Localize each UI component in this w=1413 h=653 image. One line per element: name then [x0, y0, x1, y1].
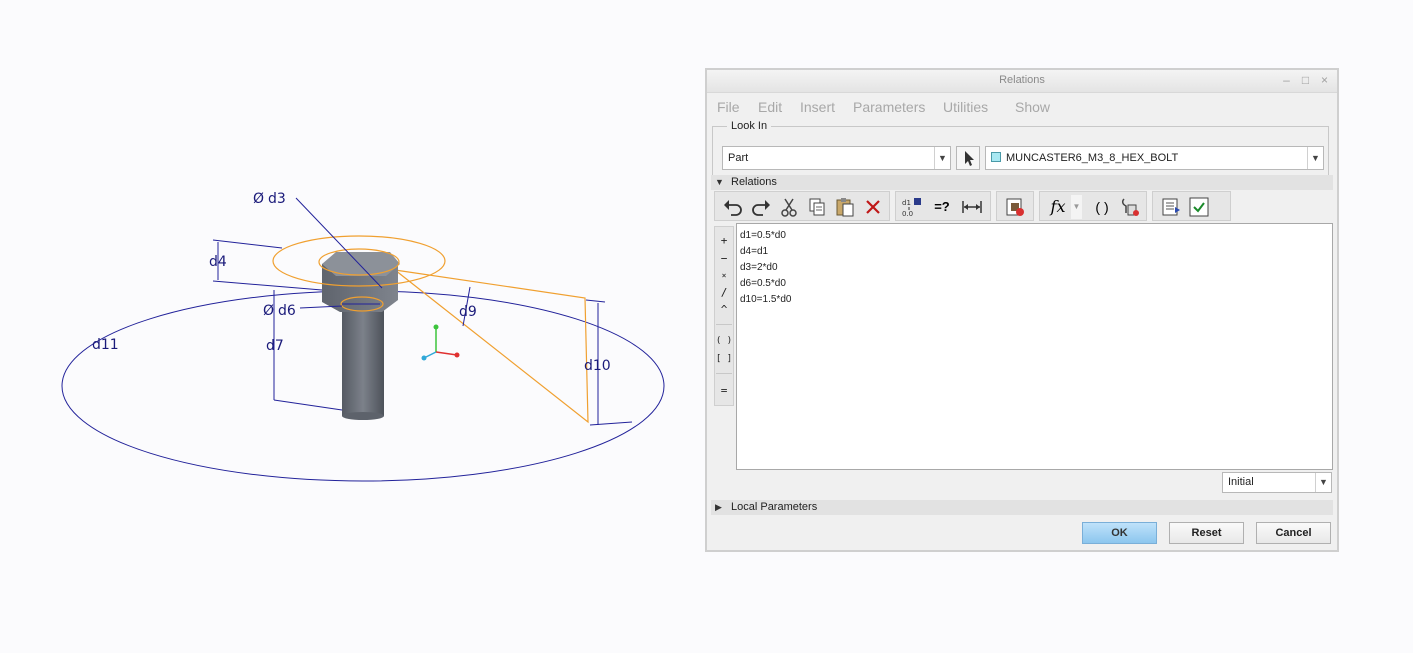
arrow-pointer-icon	[965, 151, 974, 166]
dimension-d7[interactable]: d7	[266, 338, 284, 354]
verify-icon[interactable]	[1003, 195, 1027, 219]
select-model-button[interactable]	[956, 146, 980, 170]
operator-plus[interactable]: +	[720, 234, 728, 247]
menu-parameters[interactable]: Parameters	[853, 99, 926, 115]
function-dropdown-arrow[interactable]: ▼	[1071, 195, 1082, 219]
relations-editor[interactable]: d1=0.5*d0 d4=d1 d3=2*d0 d6=0.5*d0 d10=1.…	[736, 223, 1333, 470]
minimize-icon[interactable]: –	[1283, 73, 1290, 87]
redo-icon[interactable]	[749, 195, 773, 219]
chevron-down-icon: ▼	[1315, 473, 1331, 492]
dimension-d10[interactable]: d10	[584, 358, 611, 374]
bolt-shank-end	[342, 412, 384, 420]
function-icon[interactable]: fx	[1050, 197, 1066, 216]
copy-icon[interactable]	[805, 195, 829, 219]
paste-icon[interactable]	[833, 195, 857, 219]
insert-brackets-icon[interactable]: ( )	[1095, 199, 1109, 215]
model-select-value: MUNCASTER6_M3_8_HEX_BOLT	[1006, 152, 1179, 164]
relation-line[interactable]: d3=2*d0	[740, 262, 778, 273]
menu-file[interactable]: File	[717, 99, 740, 115]
insert-dimension-icon[interactable]	[960, 195, 984, 219]
collapse-triangle-icon: ▼	[715, 177, 724, 187]
look-in-label: Look In	[731, 120, 768, 132]
coordinate-triad	[421, 324, 460, 361]
look-in-type-value: Part	[728, 152, 749, 164]
look-in-group: Look In Part ▼ MUNCASTER6_M3_8_HEX_BOLT …	[712, 120, 1329, 184]
operator-power[interactable]: ^	[720, 303, 728, 316]
local-parameters-label: Local Parameters	[731, 501, 818, 513]
model-select[interactable]: MUNCASTER6_M3_8_HEX_BOLT ▼	[985, 146, 1324, 170]
dimension-d6[interactable]: d6	[278, 303, 296, 319]
operator-bar: + − × / ^ ( ) [ ] =	[714, 226, 734, 406]
sort-order-select[interactable]: Initial ▼	[1222, 472, 1332, 493]
sort-order-value: Initial	[1228, 476, 1254, 488]
chevron-down-icon: ▼	[934, 147, 950, 169]
function-toolbar-group: fx ▼ ( )	[1039, 191, 1147, 221]
display-icon[interactable]	[1159, 195, 1183, 219]
part-icon	[991, 152, 1001, 162]
close-icon[interactable]: ×	[1320, 73, 1328, 87]
edit-toolbar-group	[714, 191, 890, 221]
chevron-down-icon: ▼	[1307, 147, 1323, 169]
menu-utilities[interactable]: Utilities	[943, 99, 989, 115]
model-canvas[interactable]: Ø d3 d4 Ø d6 d7 d9 d10 d11	[0, 0, 700, 653]
reset-button[interactable]: Reset	[1169, 522, 1244, 544]
cancel-button[interactable]: Cancel	[1256, 522, 1331, 544]
verify-toolbar-group	[996, 191, 1034, 221]
display-toolbar-group	[1152, 191, 1231, 221]
operator-multiply[interactable]: ×	[721, 271, 727, 280]
menu-show[interactable]: Show	[1015, 99, 1051, 115]
relation-line[interactable]: d1=0.5*d0	[740, 230, 786, 241]
dialog-title: Relations	[999, 74, 1045, 86]
model-viewport[interactable]: Ø d3 d4 Ø d6 d7 d9 d10 d11	[0, 0, 700, 653]
dimension-d3[interactable]: d3	[268, 191, 286, 207]
bolt-head-top[interactable]	[322, 252, 400, 276]
delete-icon[interactable]	[861, 195, 885, 219]
svg-text:0.0: 0.0	[902, 210, 913, 218]
shank-circle	[340, 296, 384, 312]
sort-relations-icon[interactable]	[1118, 195, 1142, 219]
head-outer-circle	[272, 235, 446, 287]
head-inner-circle	[318, 248, 400, 276]
ok-button[interactable]: OK	[1082, 522, 1157, 544]
relations-dialog: Relations – □ × File Edit Insert Paramet…	[705, 68, 1339, 552]
dimension-d11[interactable]: d11	[92, 337, 119, 353]
relation-line[interactable]: d10=1.5*d0	[740, 294, 792, 305]
relations-section-header[interactable]: ▼ Relations	[711, 175, 1333, 190]
dimension-d3-symbol: Ø	[253, 191, 264, 207]
operator-brackets[interactable]: [ ]	[715, 354, 733, 364]
check-icon[interactable]	[1187, 195, 1211, 219]
evaluate-icon[interactable]: =?	[934, 199, 950, 214]
operator-parentheses[interactable]: ( )	[715, 336, 733, 346]
operator-equals[interactable]: =	[720, 384, 728, 397]
relations-section-label: Relations	[731, 176, 777, 188]
expand-triangle-icon: ▶	[715, 502, 722, 512]
relation-line[interactable]: d6=0.5*d0	[740, 278, 786, 289]
maximize-icon[interactable]: □	[1301, 73, 1310, 87]
undo-icon[interactable]	[721, 195, 745, 219]
title-bar[interactable]: Relations – □ ×	[707, 70, 1337, 93]
menu-edit[interactable]: Edit	[758, 99, 783, 115]
menu-bar: File Edit Insert Parameters Utilities Sh…	[707, 94, 1337, 120]
dimension-d9[interactable]: d9	[459, 304, 477, 320]
svg-text:d1: d1	[902, 199, 911, 207]
cut-icon[interactable]	[777, 195, 801, 219]
local-parameters-header[interactable]: ▶ Local Parameters	[711, 500, 1333, 515]
operator-divide[interactable]: /	[720, 286, 728, 299]
operator-minus[interactable]: −	[720, 252, 728, 265]
dimension-d4[interactable]: d4	[209, 254, 227, 270]
bolt-shank[interactable]	[342, 298, 384, 416]
dimension-d6-symbol: Ø	[263, 303, 274, 319]
look-in-type-select[interactable]: Part ▼	[722, 146, 951, 170]
dimension-lines	[212, 197, 633, 426]
section-plane	[392, 269, 589, 424]
menu-insert[interactable]: Insert	[800, 99, 836, 115]
relation-line[interactable]: d4=d1	[740, 246, 769, 257]
